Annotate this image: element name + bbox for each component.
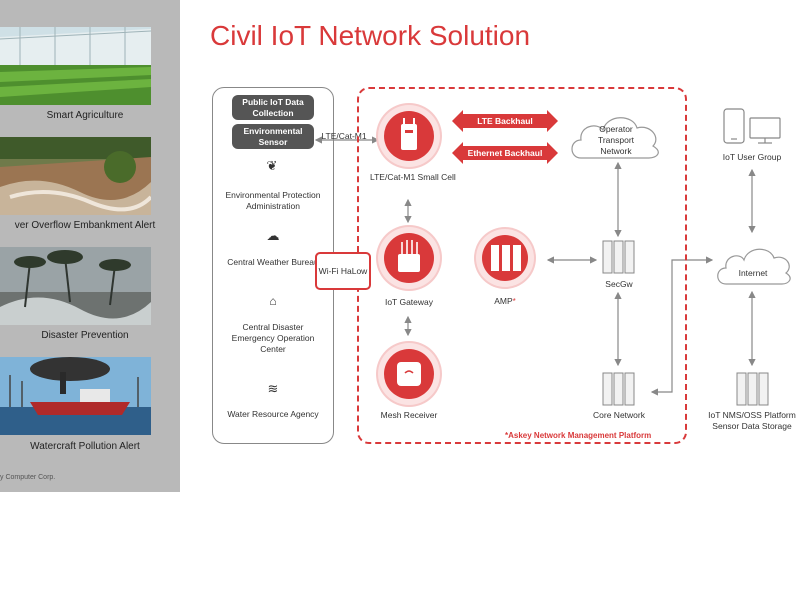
environmental-sensor-label: Environmental Sensor: [232, 124, 314, 149]
wifi-halow-box: [315, 252, 371, 290]
caption-smart-agriculture: Smart Agriculture: [46, 110, 124, 121]
secgw-label: SecGw: [605, 279, 633, 289]
water-waves-icon: ≋: [267, 381, 279, 396]
caption-river-overflow: ver Overflow Embankment Alert: [14, 220, 156, 231]
amp-label: AMP*: [480, 296, 530, 307]
wifi-halow-label: Wi-Fi HaLow: [318, 266, 368, 276]
internet-cloud-icon: [717, 248, 791, 285]
copyright-text: y Computer Corp.: [0, 474, 56, 481]
amp-server-icon: [491, 245, 521, 271]
smart-agriculture-image: [0, 27, 151, 105]
cloud-rain-icon: ☁: [266, 228, 280, 243]
internet-label: Internet: [738, 268, 768, 278]
ethernet-backhaul-arrow: [452, 142, 558, 164]
disaster-prevention-image: [0, 247, 151, 325]
core-network-label: Core Network: [593, 410, 645, 420]
lte-cat-m1-link-label: LTE/Cat-M1: [321, 131, 367, 141]
iot-gateway-icon: [398, 240, 420, 272]
watercraft-pollution-image: [0, 357, 151, 435]
agency-cdeoc: Central Disaster Emergency Operation Cen…: [231, 322, 315, 354]
public-iot-data-collection-label: Public IoT Data Collection: [232, 95, 314, 120]
iot-gateway-label: IoT Gateway: [384, 297, 434, 307]
caption-disaster-prevention: Disaster Prevention: [41, 330, 129, 341]
building-icon: ⌂: [269, 294, 277, 308]
small-cell-label: LTE/Cat-M1 Small Cell: [370, 172, 456, 183]
agency-epa: Environmental Protection Administration: [225, 190, 321, 211]
leaf-icon: ❦: [266, 158, 278, 173]
agency-cwb: Central Weather Bureau: [227, 257, 319, 267]
sensor-data-storage-label: Sensor Data Storage: [712, 421, 792, 431]
mesh-receiver-icon: [397, 362, 421, 386]
operator-transport-network-label: Operator Transport Network: [597, 124, 635, 156]
amp-text: AMP: [494, 296, 513, 306]
use-case-panel: Smart Agriculture ver Overflow Embankmen…: [0, 0, 180, 492]
amp-asterisk: *: [512, 297, 516, 306]
core-network-server-icon: [602, 372, 635, 406]
nms-server-icon: [736, 372, 769, 406]
nms-oss-platform-label: IoT NMS/OSS Platform: [708, 410, 796, 420]
operator-cloud-icon: [571, 117, 659, 159]
page-title: Civil IoT Network Solution: [210, 20, 531, 51]
iot-user-group-label: IoT User Group: [722, 152, 782, 162]
lte-backhaul-arrow: [452, 110, 558, 132]
river-overflow-image: [0, 137, 151, 215]
caption-watercraft-pollution: Watercraft Pollution Alert: [30, 441, 140, 452]
platform-footnote: *Askey Network Management Platform: [505, 431, 652, 440]
secgw-server-icon: [602, 240, 635, 274]
user-devices-icon: [723, 108, 781, 144]
small-cell-text: LTE/Cat-M1 Small Cell: [370, 172, 456, 182]
agency-wra: Water Resource Agency: [227, 409, 319, 419]
lte-backhaul-label: LTE Backhaul: [477, 116, 533, 126]
small-cell-icon: [401, 118, 417, 150]
ethernet-backhaul-label: Ethernet Backhaul: [467, 148, 543, 158]
mesh-receiver-label: Mesh Receiver: [380, 410, 438, 420]
